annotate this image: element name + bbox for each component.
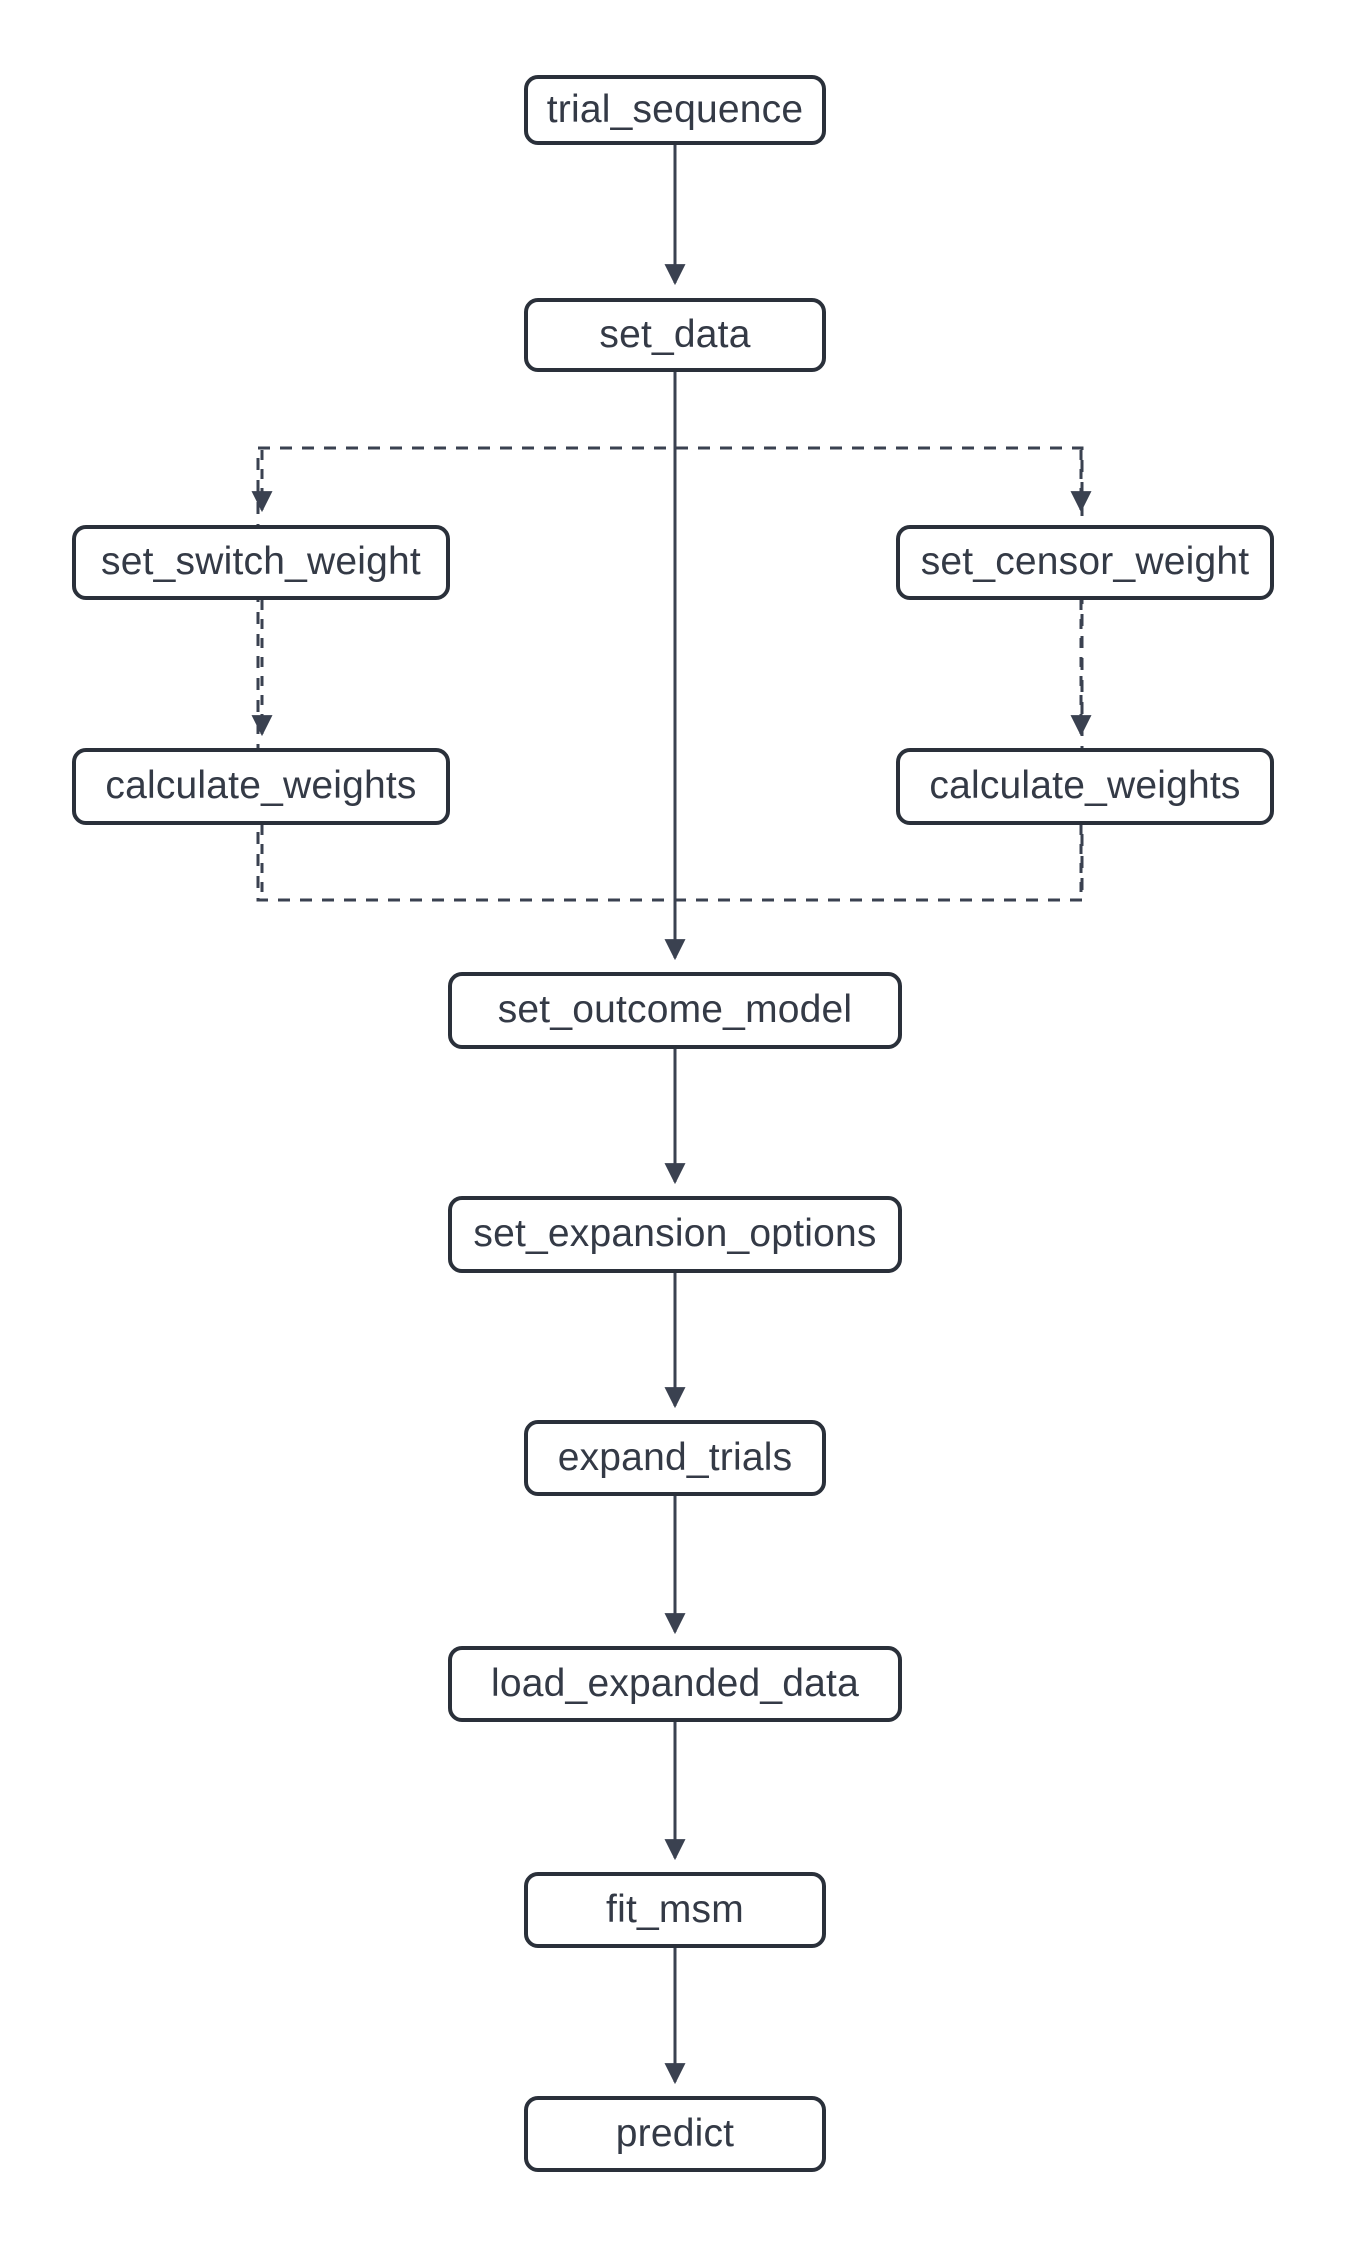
node-label: predict <box>615 2111 735 2155</box>
node-set-data[interactable]: set_data <box>524 298 826 372</box>
node-label: expand_trials <box>557 1435 793 1479</box>
node-label: trial_sequence <box>546 87 804 131</box>
node-calculate-weights-left[interactable]: calculate_weights <box>72 748 450 825</box>
node-trial-sequence[interactable]: trial_sequence <box>524 75 826 145</box>
node-fit-msm[interactable]: fit_msm <box>524 1872 826 1948</box>
node-load-expanded-data[interactable]: load_expanded_data <box>448 1646 902 1722</box>
node-label: set_switch_weight <box>101 540 421 583</box>
node-label: calculate_weights <box>929 764 1241 807</box>
node-predict[interactable]: predict <box>524 2096 826 2172</box>
optional-weights-group-boundary <box>256 446 1084 902</box>
node-label: set_censor_weight <box>920 540 1250 583</box>
node-expand-trials[interactable]: expand_trials <box>524 1420 826 1496</box>
node-label: load_expanded_data <box>491 1661 859 1705</box>
node-label: fit_msm <box>606 1887 744 1931</box>
node-label: set_outcome_model <box>497 988 853 1031</box>
node-set-outcome-model[interactable]: set_outcome_model <box>448 972 902 1049</box>
node-set-censor-weight[interactable]: set_censor_weight <box>896 525 1274 600</box>
node-calculate-weights-right[interactable]: calculate_weights <box>896 748 1274 825</box>
node-set-expansion-options[interactable]: set_expansion_options <box>448 1196 902 1273</box>
node-label: set_expansion_options <box>473 1212 877 1255</box>
node-set-switch-weight[interactable]: set_switch_weight <box>72 525 450 600</box>
node-label: calculate_weights <box>105 764 417 807</box>
node-label: set_data <box>599 312 751 356</box>
